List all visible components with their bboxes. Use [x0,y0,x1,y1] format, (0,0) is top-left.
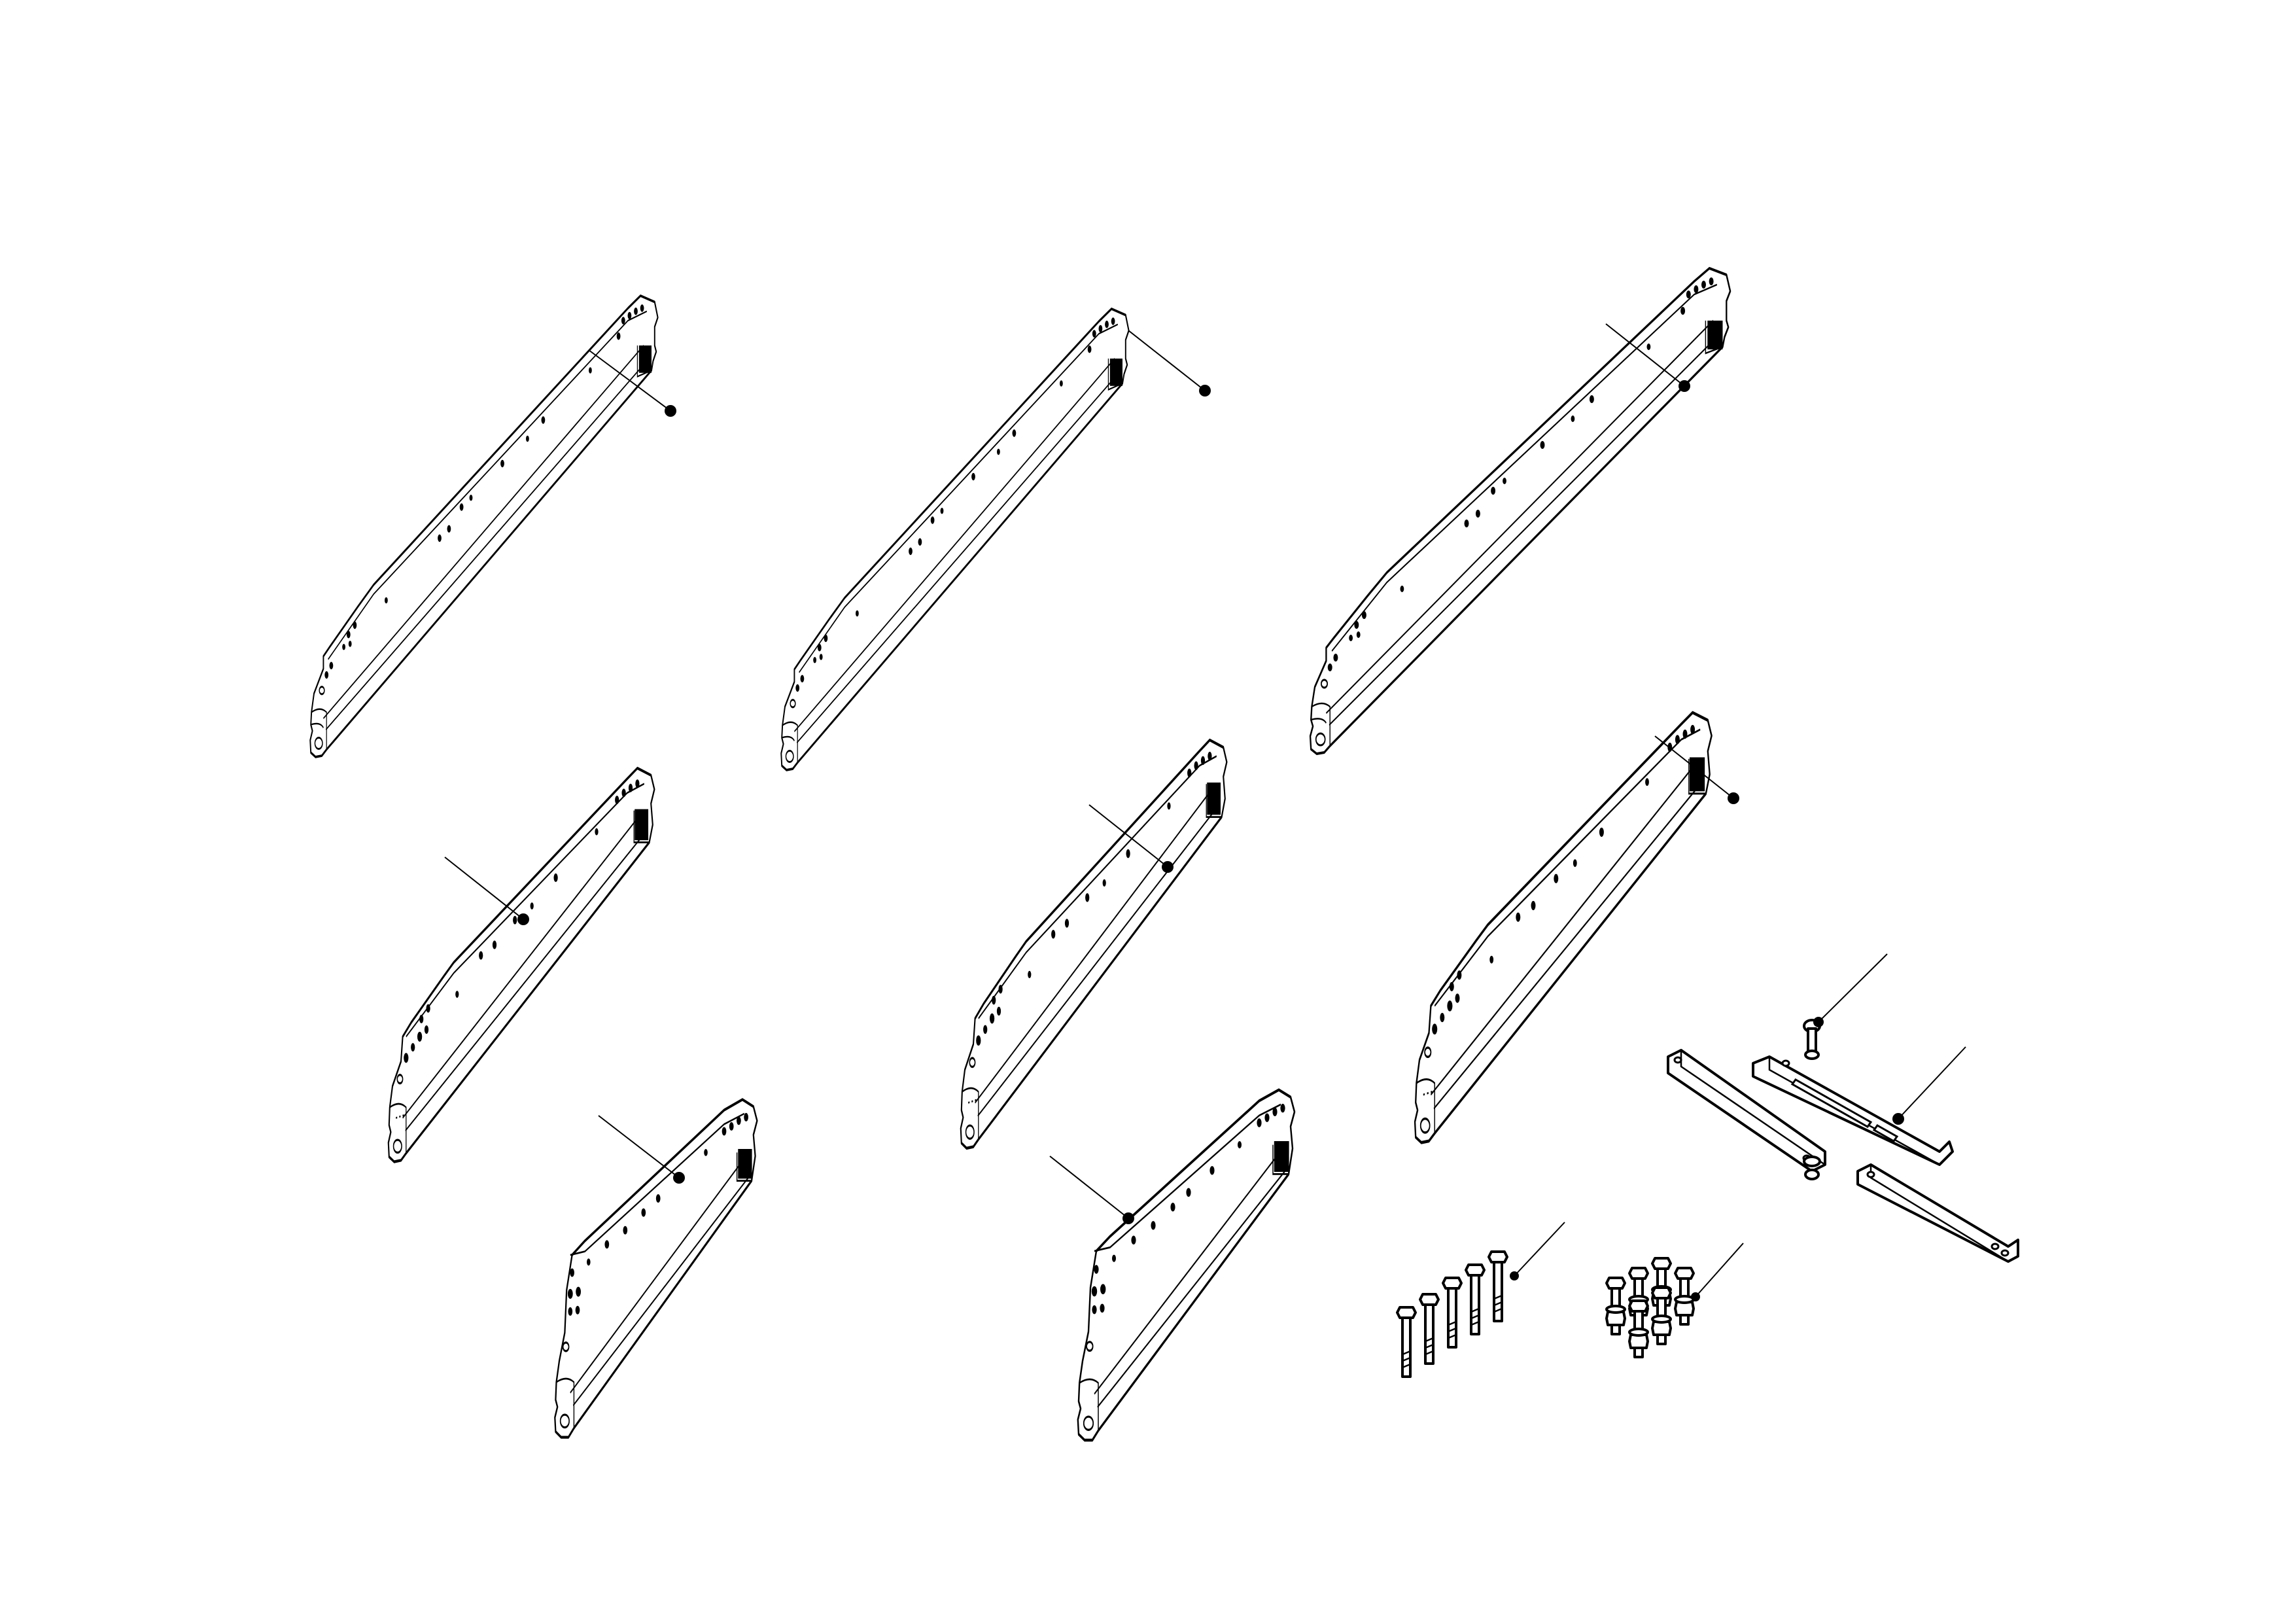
rail-2 [780,308,1130,771]
rail-8 [1078,1090,1295,1440]
leader-bolt-set-2 [1691,1243,1744,1301]
leader-bracket [1892,1046,1966,1125]
leader-rail-7 [598,1115,685,1184]
leader-rail-1 [588,349,676,417]
leader-rail-4 [444,856,529,925]
rail-7 [555,1099,757,1437]
bracket-set [1667,1049,2019,1263]
bolt-set-1 [1396,1250,1508,1378]
leader-rail-6 [1654,735,1739,804]
bolt-set-2 [1605,1257,1695,1358]
rail-3 [1309,267,1732,755]
leader-screw [1813,953,1888,1027]
rail-6 [1415,713,1712,1142]
leader-rail-2 [1128,330,1211,397]
leader-bolt-set-1 [1510,1222,1565,1280]
leader-rail-5 [1088,804,1174,873]
rail-1 [309,294,659,758]
leader-rail-8 [1049,1156,1134,1224]
leader-rail-3 [1605,323,1690,392]
rail-5 [961,740,1227,1148]
rail-4 [389,768,655,1162]
